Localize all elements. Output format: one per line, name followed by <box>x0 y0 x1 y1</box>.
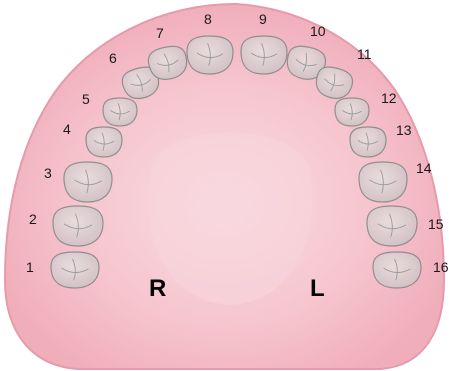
tooth-4 <box>86 127 122 157</box>
tooth-number-14: 14 <box>416 160 432 176</box>
tooth-number-11: 11 <box>357 46 372 62</box>
tooth-15 <box>367 206 417 246</box>
tooth-number-1: 1 <box>26 259 34 275</box>
tooth-number-6: 6 <box>109 50 117 66</box>
tooth-number-10: 10 <box>310 23 326 39</box>
tooth-8 <box>187 36 233 74</box>
tooth-number-7: 7 <box>156 25 164 41</box>
tooth-number-2: 2 <box>29 211 37 227</box>
tooth-16 <box>373 252 421 288</box>
right-side-label: R <box>149 275 166 302</box>
tooth-number-13: 13 <box>396 122 412 138</box>
tooth-number-8: 8 <box>204 11 212 27</box>
tooth-number-3: 3 <box>44 165 52 181</box>
tooth-number-5: 5 <box>82 91 90 107</box>
tooth-number-16: 16 <box>433 259 449 275</box>
tooth-12 <box>335 98 369 126</box>
tooth-number-12: 12 <box>381 90 397 106</box>
tooth-number-9: 9 <box>259 11 267 27</box>
tooth-number-4: 4 <box>63 121 71 137</box>
tooth-3 <box>64 162 112 202</box>
tooth-9 <box>241 36 287 74</box>
tooth-number-15: 15 <box>428 216 444 232</box>
tooth-14 <box>359 162 407 202</box>
left-side-label: L <box>310 275 325 302</box>
tooth-1 <box>51 252 99 288</box>
tooth-5 <box>103 98 137 126</box>
tooth-2 <box>53 206 103 246</box>
tooth-13 <box>350 127 386 157</box>
